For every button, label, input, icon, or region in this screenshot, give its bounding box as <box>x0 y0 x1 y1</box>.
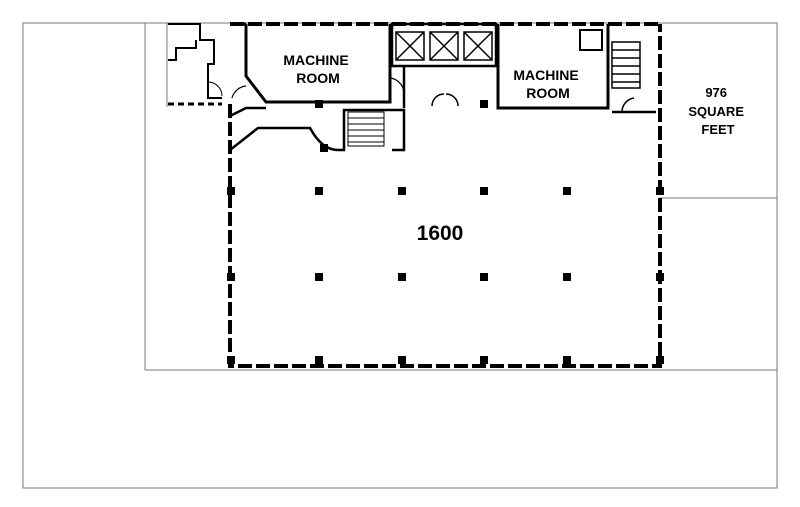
stair-core-right <box>579 29 656 114</box>
machine-room-right-label: MACHINE ROOM <box>513 67 582 101</box>
corridor <box>229 106 406 152</box>
site-boundary <box>22 22 778 489</box>
side-suite-label: 976 SQUARE FEET <box>688 85 747 137</box>
machine-room-left-label: MACHINE ROOM <box>283 52 352 86</box>
machine-room-right <box>496 24 610 110</box>
elevator-bank <box>390 22 498 108</box>
main-suite-label: 1600 <box>417 222 464 245</box>
main-suite-wall <box>228 22 662 368</box>
stair-core-left <box>168 23 223 106</box>
center-stair <box>347 111 385 147</box>
columns <box>227 100 664 364</box>
